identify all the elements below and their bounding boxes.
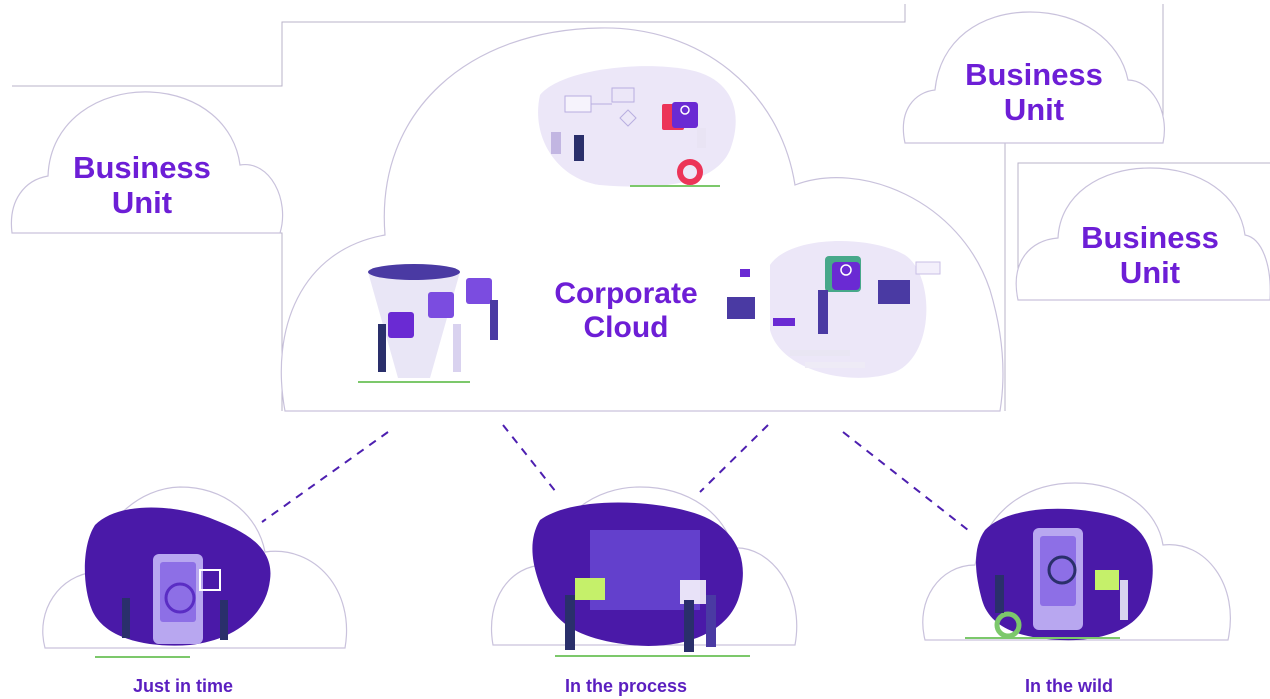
connector-in-the-process-a	[502, 424, 557, 493]
connector-in-the-process-b	[699, 424, 769, 493]
business-unit-label-right: Business Unit	[1050, 220, 1250, 290]
business-unit-cloud-right	[1015, 167, 1270, 301]
caption-just-in-time: Just in time	[132, 676, 234, 696]
frame-line-top	[12, 4, 906, 87]
corporate-cloud-line1: Corporate	[554, 277, 698, 310]
connectors	[261, 424, 969, 531]
business-unit-top-right-line1: Business	[965, 57, 1103, 92]
in-the-wild-illustration	[965, 508, 1153, 641]
workflow-illustration	[538, 66, 736, 187]
funnel-illustration	[358, 264, 498, 383]
business-unit-left-line2: Unit	[111, 184, 173, 220]
corporate-cloud-line2: Cloud	[583, 310, 669, 344]
caption-in-the-process: In the process	[564, 676, 688, 696]
business-unit-top-right-line2: Unit	[1003, 91, 1065, 127]
business-unit-label-left: Business Unit	[42, 150, 242, 220]
frame-line-left	[12, 232, 283, 411]
just-in-time-illustration	[84, 507, 271, 658]
business-unit-left-line1: Business	[73, 150, 211, 185]
in-the-process-illustration	[532, 502, 750, 657]
caption-in-the-wild: In the wild	[1025, 676, 1113, 696]
dashboard-illustration	[727, 241, 941, 378]
connector-just-in-time	[261, 431, 389, 523]
business-unit-right-line2: Unit	[1119, 254, 1181, 290]
business-unit-right-line1: Business	[1081, 220, 1219, 255]
business-unit-label-top-right: Business Unit	[934, 57, 1134, 127]
corporate-cloud-label: Corporate Cloud	[526, 277, 726, 344]
business-unit-cloud-left	[10, 91, 284, 234]
business-unit-cloud-top-right	[902, 11, 1165, 144]
frame-line-right-box	[1017, 162, 1270, 300]
connector-in-the-wild	[842, 431, 969, 531]
